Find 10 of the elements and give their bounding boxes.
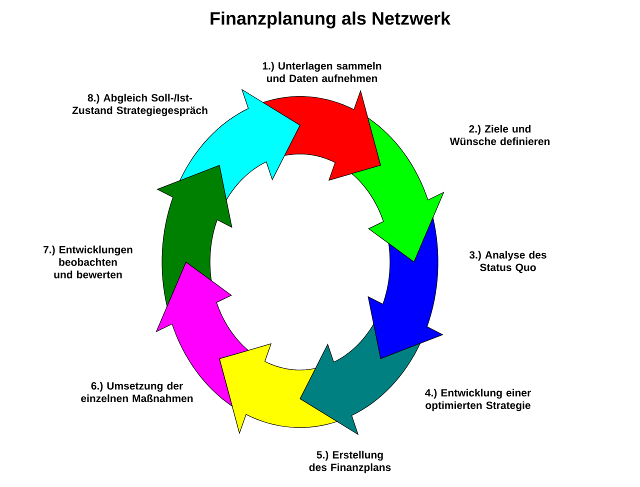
step-label: 3.) Analyse des Status Quo [469,250,546,274]
step-label: 6.) Umsetzung der einzelnen Maßnahmen [81,382,193,402]
title: Finanzplanung als Netzwerk [210,12,451,28]
step-label: 5.) Erstellung des Finanzplans [309,450,391,474]
ring-segment [351,117,444,262]
step-label: 7.) Entwicklungen beobachten und bewerten [44,246,132,278]
step-label: 8.) Abgleich Soll-/Ist-Zustand Strategiegespräch [72,94,208,116]
step-label: 2.) Ziele und Wünsche definieren [450,124,550,146]
step-label: 1.) Unterlagen sammeln und Daten aufnehmen [262,62,382,82]
step-label: 4.) Entwicklung einer optimierten Strategie [425,388,531,412]
